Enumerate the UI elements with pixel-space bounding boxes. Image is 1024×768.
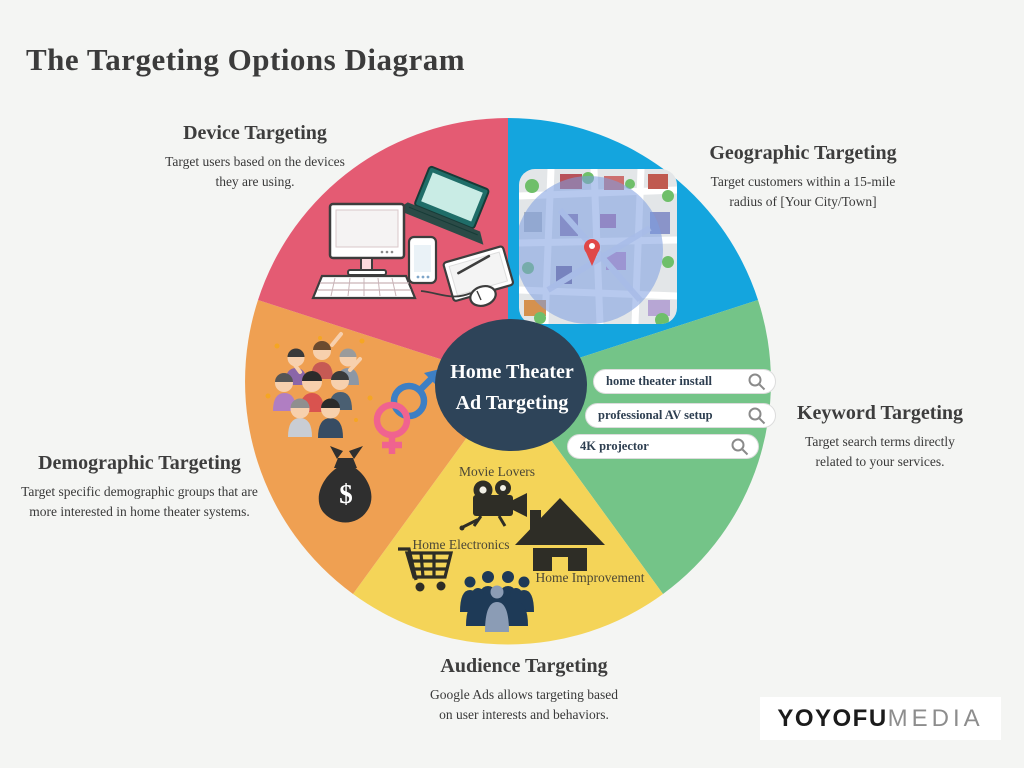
keyword-targeting-heading: Keyword Targeting — [796, 402, 964, 424]
map-pin-icon — [584, 239, 600, 266]
geographic-targeting-heading: Geographic Targeting — [709, 142, 897, 164]
desktop-computer-icon — [328, 202, 406, 276]
person — [318, 398, 343, 438]
tablet-icon — [442, 245, 515, 302]
device-targeting-heading: Device Targeting — [183, 122, 327, 144]
logo-light-text: MEDIA — [887, 704, 984, 732]
interest-label-home-electronics: Home Electronics — [412, 537, 510, 552]
city-map-illustration — [519, 169, 677, 324]
person — [329, 357, 362, 410]
dollar-sign: $ — [339, 479, 353, 509]
magnifier-icon — [731, 438, 749, 455]
person — [273, 373, 296, 411]
devices-illustration — [311, 165, 515, 307]
smartphone-icon — [407, 235, 438, 285]
device-targeting-block: Device Targeting Target users based on t… — [105, 122, 405, 191]
magnifier-icon — [748, 407, 766, 424]
search-pill-2: professional AV setup — [585, 403, 776, 428]
money-bag-icon: $ — [318, 446, 372, 523]
demographic-targeting-description: Target specific demographic groups that … — [21, 484, 258, 519]
interest-label-movie-lovers: Movie Lovers — [458, 464, 536, 479]
audience-targeting-description: Google Ads allows targeting based on use… — [430, 687, 618, 722]
shopping-cart-icon — [398, 547, 454, 592]
interest-label-home-improvement: Home Improvement — [535, 570, 645, 585]
laptop-icon — [396, 165, 490, 245]
house-icon — [515, 498, 605, 571]
map-trees — [522, 172, 674, 324]
crowd-illustration — [265, 332, 373, 438]
logo-bold-text: YOYOFU — [777, 704, 888, 732]
keyword-targeting-block: Keyword Targeting Target search terms di… — [730, 402, 1024, 471]
person — [288, 398, 312, 437]
device-targeting-description: Target users based on the devices they a… — [165, 154, 345, 189]
person — [311, 332, 343, 379]
geographic-targeting-block: Geographic Targeting Target customers wi… — [648, 142, 958, 211]
search-pill-1: home theater install — [593, 369, 776, 394]
mouse-icon — [420, 285, 497, 307]
demographic-targeting-block: Demographic Targeting Target specific de… — [0, 452, 282, 521]
demographic-targeting-heading: Demographic Targeting — [38, 452, 241, 474]
keyboard-icon — [311, 274, 417, 300]
page-title: The Targeting Options Diagram — [26, 42, 466, 77]
audience-targeting-block: Audience Targeting Google Ads allows tar… — [374, 655, 674, 724]
center-circle — [435, 319, 587, 451]
audience-targeting-heading: Audience Targeting — [440, 655, 608, 677]
search-pill-3: 4K projector — [567, 434, 759, 459]
keyword-targeting-description: Target search terms directly related to … — [805, 434, 955, 469]
audience-crowd-icon — [460, 571, 534, 632]
geographic-targeting-description: Target customers within a 15-mile radius… — [710, 174, 896, 209]
magnifier-icon — [748, 373, 766, 390]
film-projector-icon — [459, 480, 527, 531]
center-label: Home Theater Ad Targeting — [450, 361, 574, 414]
